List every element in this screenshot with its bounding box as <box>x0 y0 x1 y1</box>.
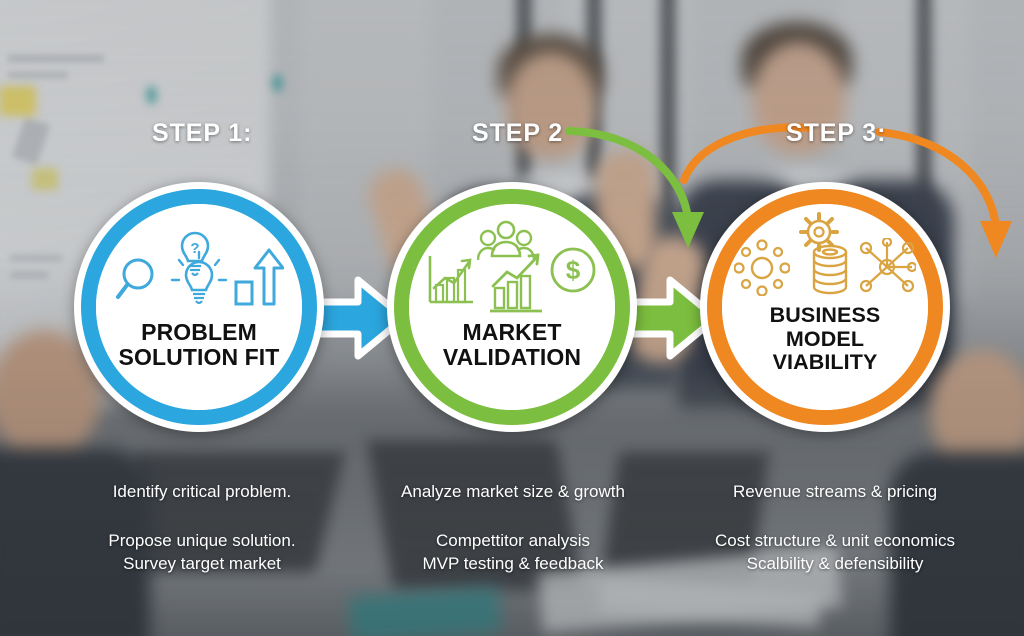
step-node-1[interactable]: ? <box>74 182 324 432</box>
caption-column-2: Analyze market size & growth Compettitor… <box>348 481 678 576</box>
caption-spacer <box>348 504 678 530</box>
caption-1-line-3: Survey target market <box>123 553 281 573</box>
step-title-1: PROBLEM SOLUTION FIT <box>118 319 280 370</box>
step-node-3[interactable]: BUSINESS MODEL VIABILITY <box>700 182 950 432</box>
caption-2-line-3: MVP testing & feedback <box>422 553 604 573</box>
caption-column-1: Identify critical problem. Propose uniqu… <box>32 481 372 576</box>
network-nodes-icon <box>859 238 916 293</box>
step-label-3: STEP 3: <box>786 119 887 147</box>
step-label-1: STEP 1: <box>152 119 253 147</box>
caption-2-line-2: Compettitor analysis <box>435 530 590 550</box>
caption-spacer <box>665 504 1005 530</box>
hub-cluster-icon <box>734 239 790 296</box>
people-group-icon <box>477 220 535 261</box>
magnifier-icon <box>116 258 154 299</box>
step-title-2: MARKET VALIDATION <box>442 319 582 370</box>
step-face-1: ? <box>96 204 302 410</box>
caption-1-line-2: Propose unique solution. <box>108 530 296 550</box>
caption-1-line-1: Identify critical problem. <box>112 482 292 501</box>
step-title-3: BUSINESS MODEL VIABILITY <box>769 303 881 375</box>
caption-column-3: Revenue streams & pricing Cost structure… <box>665 481 1005 576</box>
caption-2-line-1: Analyze market size & growth <box>401 482 625 501</box>
svg-text:$: $ <box>566 255 581 285</box>
step-face-2: $ MARKET VALIDATION <box>409 204 615 410</box>
dollar-coin-icon: $ <box>550 247 596 293</box>
step-2-icons: $ <box>425 220 599 313</box>
step-1-icons: ? <box>114 230 284 308</box>
idea-bulb-icon <box>170 250 228 305</box>
step-label-2: STEP 2 <box>472 119 564 147</box>
step-3-icons <box>734 212 916 296</box>
step-face-3: BUSINESS MODEL VIABILITY <box>722 204 928 410</box>
gear-icon <box>799 212 839 252</box>
caption-3-line-2: Cost structure & unit economics <box>715 530 955 550</box>
growth-chart-icon <box>428 256 473 304</box>
svg-text:?: ? <box>190 240 199 257</box>
bar-growth-arrow-icon <box>234 248 284 306</box>
caption-3-line-1: Revenue streams & pricing <box>732 482 938 501</box>
bar-chart-arrow-icon <box>490 253 542 313</box>
caption-3-line-3: Scalbility & defensibility <box>746 553 924 573</box>
caption-spacer <box>32 504 372 530</box>
step-node-2[interactable]: $ MARKET VALIDATION <box>387 182 637 432</box>
coin-stack-icon <box>812 244 848 295</box>
